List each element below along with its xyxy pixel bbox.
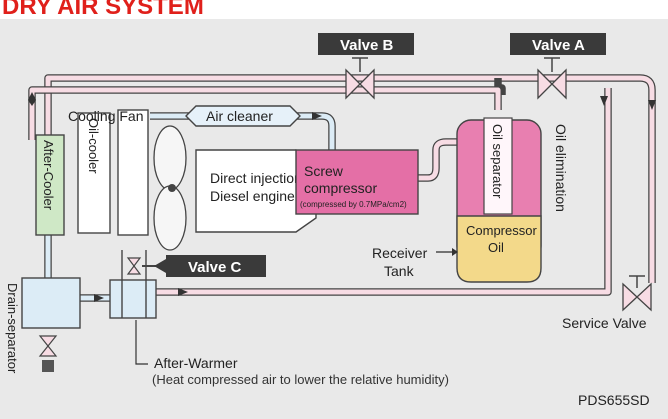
engine-label-line2: Diesel engine xyxy=(210,188,295,204)
oil-separator xyxy=(483,117,513,215)
after-cooler xyxy=(35,134,65,236)
service-valve-label: Service Valve xyxy=(562,315,647,331)
compressor-oil-label-line2: Oil xyxy=(488,240,504,255)
after-warmer xyxy=(109,279,157,319)
drain-separator xyxy=(21,277,81,329)
valve-icon xyxy=(622,275,652,312)
valve-icon xyxy=(345,57,375,100)
pipe-inner xyxy=(29,87,501,140)
compressor-oil xyxy=(456,215,542,283)
valve-a-label: Valve A xyxy=(532,37,585,54)
after-warmer-note: (Heat compressed air to lower the relati… xyxy=(152,372,449,387)
after-warmer-label: After-Warmer xyxy=(154,355,238,371)
compressor-oil-label-line1: Compressor xyxy=(466,223,537,238)
valve-b-label: Valve B xyxy=(340,37,394,54)
oil-cooler-label: Oil-cooler xyxy=(86,118,101,174)
pipe-main-loop xyxy=(45,75,655,283)
after-cooler-label: After-Cooler xyxy=(41,140,56,211)
valve-icon xyxy=(38,335,58,357)
pipe-compressor-receiver xyxy=(418,139,470,181)
diagram-code: PDS655SD xyxy=(578,392,650,408)
arrow-icon xyxy=(154,259,166,273)
compressor-label-line1: Screw xyxy=(304,163,344,179)
arrow-icon xyxy=(28,100,36,106)
valve-c-label: Valve C xyxy=(188,259,242,276)
after-warmer-tubes xyxy=(121,250,147,318)
pipe-air-cleaner xyxy=(150,113,335,150)
oil-separator-label: Oil separator xyxy=(490,124,505,199)
valve-b-tag xyxy=(318,33,414,55)
air-cleaner xyxy=(185,105,301,127)
arrow-icon xyxy=(452,248,458,256)
filter-icon xyxy=(42,360,54,372)
radiator xyxy=(117,109,149,236)
fan-icon xyxy=(153,125,187,251)
arrow-icon xyxy=(648,100,656,110)
compressor-note: (compressed by 0.7MPa/cm2) xyxy=(300,200,407,209)
receiver-label-line2: Tank xyxy=(384,263,415,279)
after-warmer-leader xyxy=(135,320,148,365)
drain-separator-label: Drain-separator xyxy=(5,283,20,374)
arrow-icon xyxy=(600,96,608,106)
air-cleaner-label: Air cleaner xyxy=(206,108,273,124)
diagram-title: DRY AIR SYSTEM xyxy=(2,0,204,20)
engine-label-line1: Direct injection xyxy=(210,170,302,186)
oil-cooler xyxy=(77,112,111,234)
cooling-fan-label: Cooling Fan xyxy=(68,108,144,124)
screw-compressor xyxy=(295,149,419,215)
receiver-label-line1: Receiver xyxy=(372,245,428,261)
arrow-icon xyxy=(28,92,36,100)
pipe-return xyxy=(155,88,611,295)
valve-icon xyxy=(537,57,567,100)
valve-c-tag xyxy=(166,255,266,277)
oil-elimination-label: Oil elimination xyxy=(553,124,569,212)
arrow-icon xyxy=(178,288,188,296)
valve-a-tag xyxy=(510,33,606,55)
arrow-icon xyxy=(312,112,322,120)
arrow-icon xyxy=(94,294,104,302)
compressor-label-line2: compressor xyxy=(304,180,377,196)
